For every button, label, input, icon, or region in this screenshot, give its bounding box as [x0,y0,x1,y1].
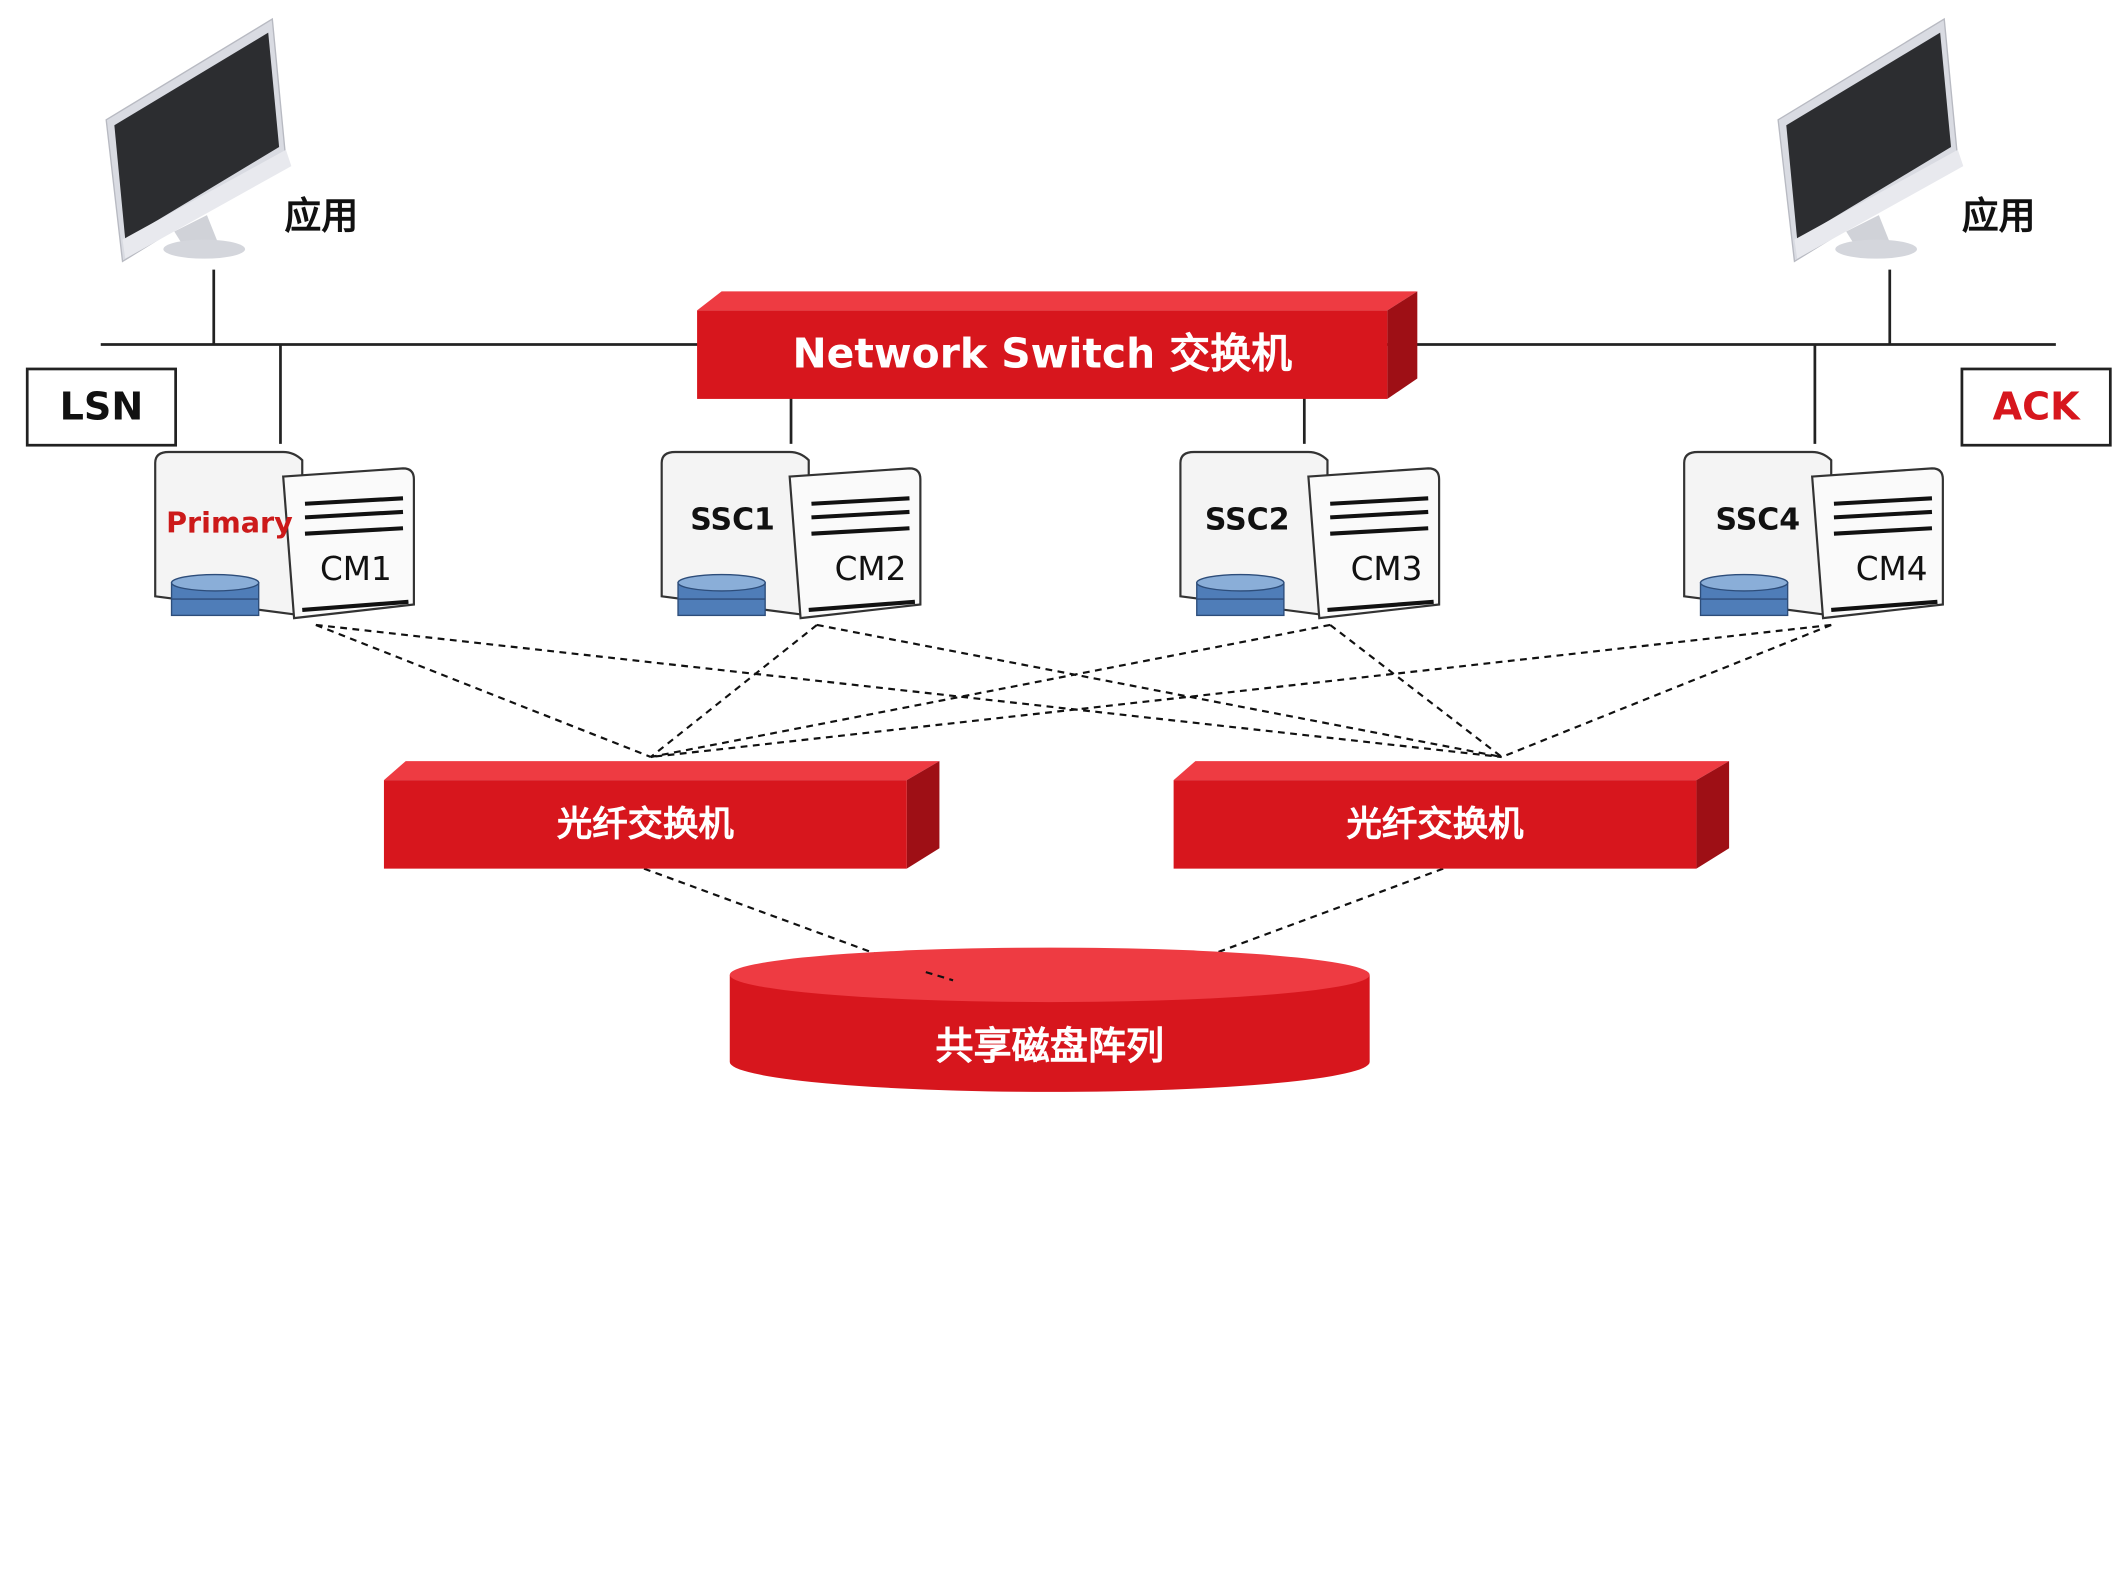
left-computer-icon [105,17,292,263]
server-1-body [154,450,415,620]
fiber-switch-left-box [383,761,940,869]
fiber-switch-right-box [1173,761,1730,869]
server-1-name: Primary [166,506,293,540]
server-3-body [1179,450,1441,620]
shared-storage-label: 共享磁盘阵列 [935,1023,1165,1069]
network-switch-label: Network Switch 交换机 [792,330,1292,378]
server-2-body [660,450,922,620]
server-2-cm: CM2 [834,550,907,589]
fiber-switch-right-label: 光纤交换机 [1346,803,1524,845]
network-switch-box [697,291,1418,399]
shared-storage-cylinder [729,947,1370,1092]
server-2-name: SSC1 [690,503,775,538]
ack-badge: ACK [1960,367,2112,447]
right-app-label: 应用 [1961,196,2036,239]
server-3-name: SSC2 [1204,503,1290,538]
server-4-name: SSC4 [1715,503,1801,538]
fiber-switch-left-label: 光纤交换机 [556,803,734,845]
left-app-label: 应用 [284,196,359,239]
server-4-cm: CM4 [1855,550,1928,589]
right-computer-icon [1777,17,1964,263]
lsn-badge: LSN [25,367,177,447]
diagram-canvas: 应用 应用 LSN ACK Network Switch 交换机 Primary… [25,17,2112,1092]
server-3-cm: CM3 [1350,550,1423,589]
server-1-cm: CM1 [319,550,392,589]
server-4-body [1683,450,1944,620]
